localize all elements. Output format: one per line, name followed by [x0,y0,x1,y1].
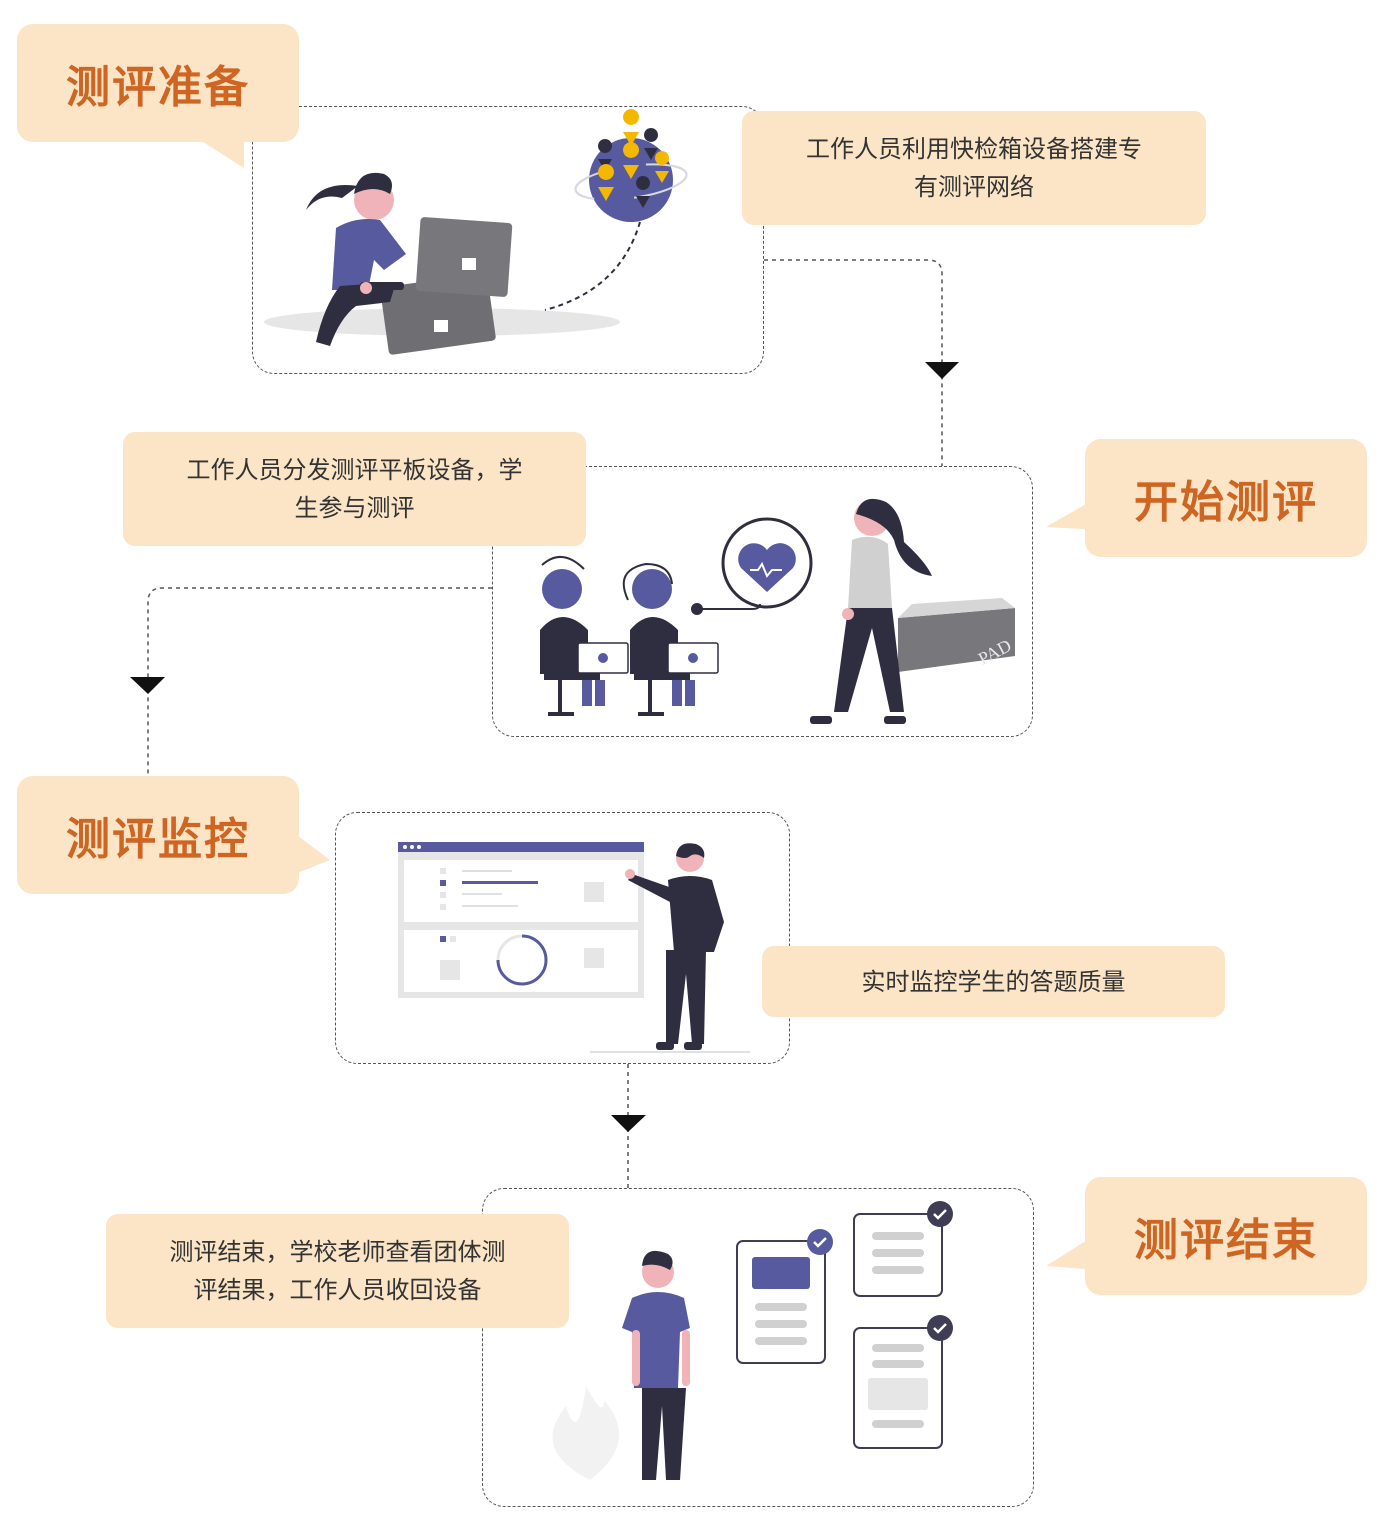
check-icon [927,1201,953,1227]
step-desc-end: 测评结束，学校老师查看团体测评结果，工作人员收回设备 [106,1214,569,1328]
desc-line: 实时监控学生的答题质量 [861,967,1126,996]
flow-connectors [147,259,943,1188]
desc-line: 测评结束，学校老师查看团体测 [169,1238,506,1266]
arrow-down-icon [611,1115,646,1132]
location-pin-icon [598,109,670,208]
arrow-down-icon [925,362,959,379]
connector-2-3 [147,587,492,776]
step-desc-prepare: 工作人员利用快检箱设备搭建专有测评网络 [742,111,1206,225]
arrow-down-icon [130,677,165,694]
bubble-tail-1 [200,140,244,168]
bubble-tail-3 [290,830,330,876]
check-icon [927,1315,953,1341]
check-icon [807,1229,833,1255]
illustration-frame-2 [492,466,1033,737]
desc-line: 有测评网络 [914,173,1034,201]
desc-line: 生参与测评 [294,494,415,522]
step-title-monitor: 测评监控 [17,776,299,894]
step-desc-monitor: 实时监控学生的答题质量 [762,946,1225,1017]
step-title-end: 测评结束 [1085,1177,1367,1295]
desc-line: 工作人员分发测评平板设备，学 [186,456,523,484]
illustration-end [552,1201,953,1480]
step-desc-start: 工作人员分发测评平板设备，学生参与测评 [123,432,586,546]
desc-line: 评结果，工作人员收回设备 [193,1276,482,1304]
illustration-frame-3 [335,812,790,1064]
illustration-frame-4 [482,1188,1034,1507]
desc-line: 工作人员利用快检箱设备搭建专 [806,135,1142,163]
step-title-start: 开始测评 [1085,439,1367,557]
flow-arrows [130,362,959,1132]
illustration-monitor [398,842,750,1053]
step-title-prepare: 测评准备 [17,24,299,142]
connector-1-2 [764,259,943,466]
illustration-start: PAD [540,498,1015,724]
illustration-frame-1 [252,106,764,374]
illustration-setup [264,109,688,355]
heart-icon [738,543,796,592]
